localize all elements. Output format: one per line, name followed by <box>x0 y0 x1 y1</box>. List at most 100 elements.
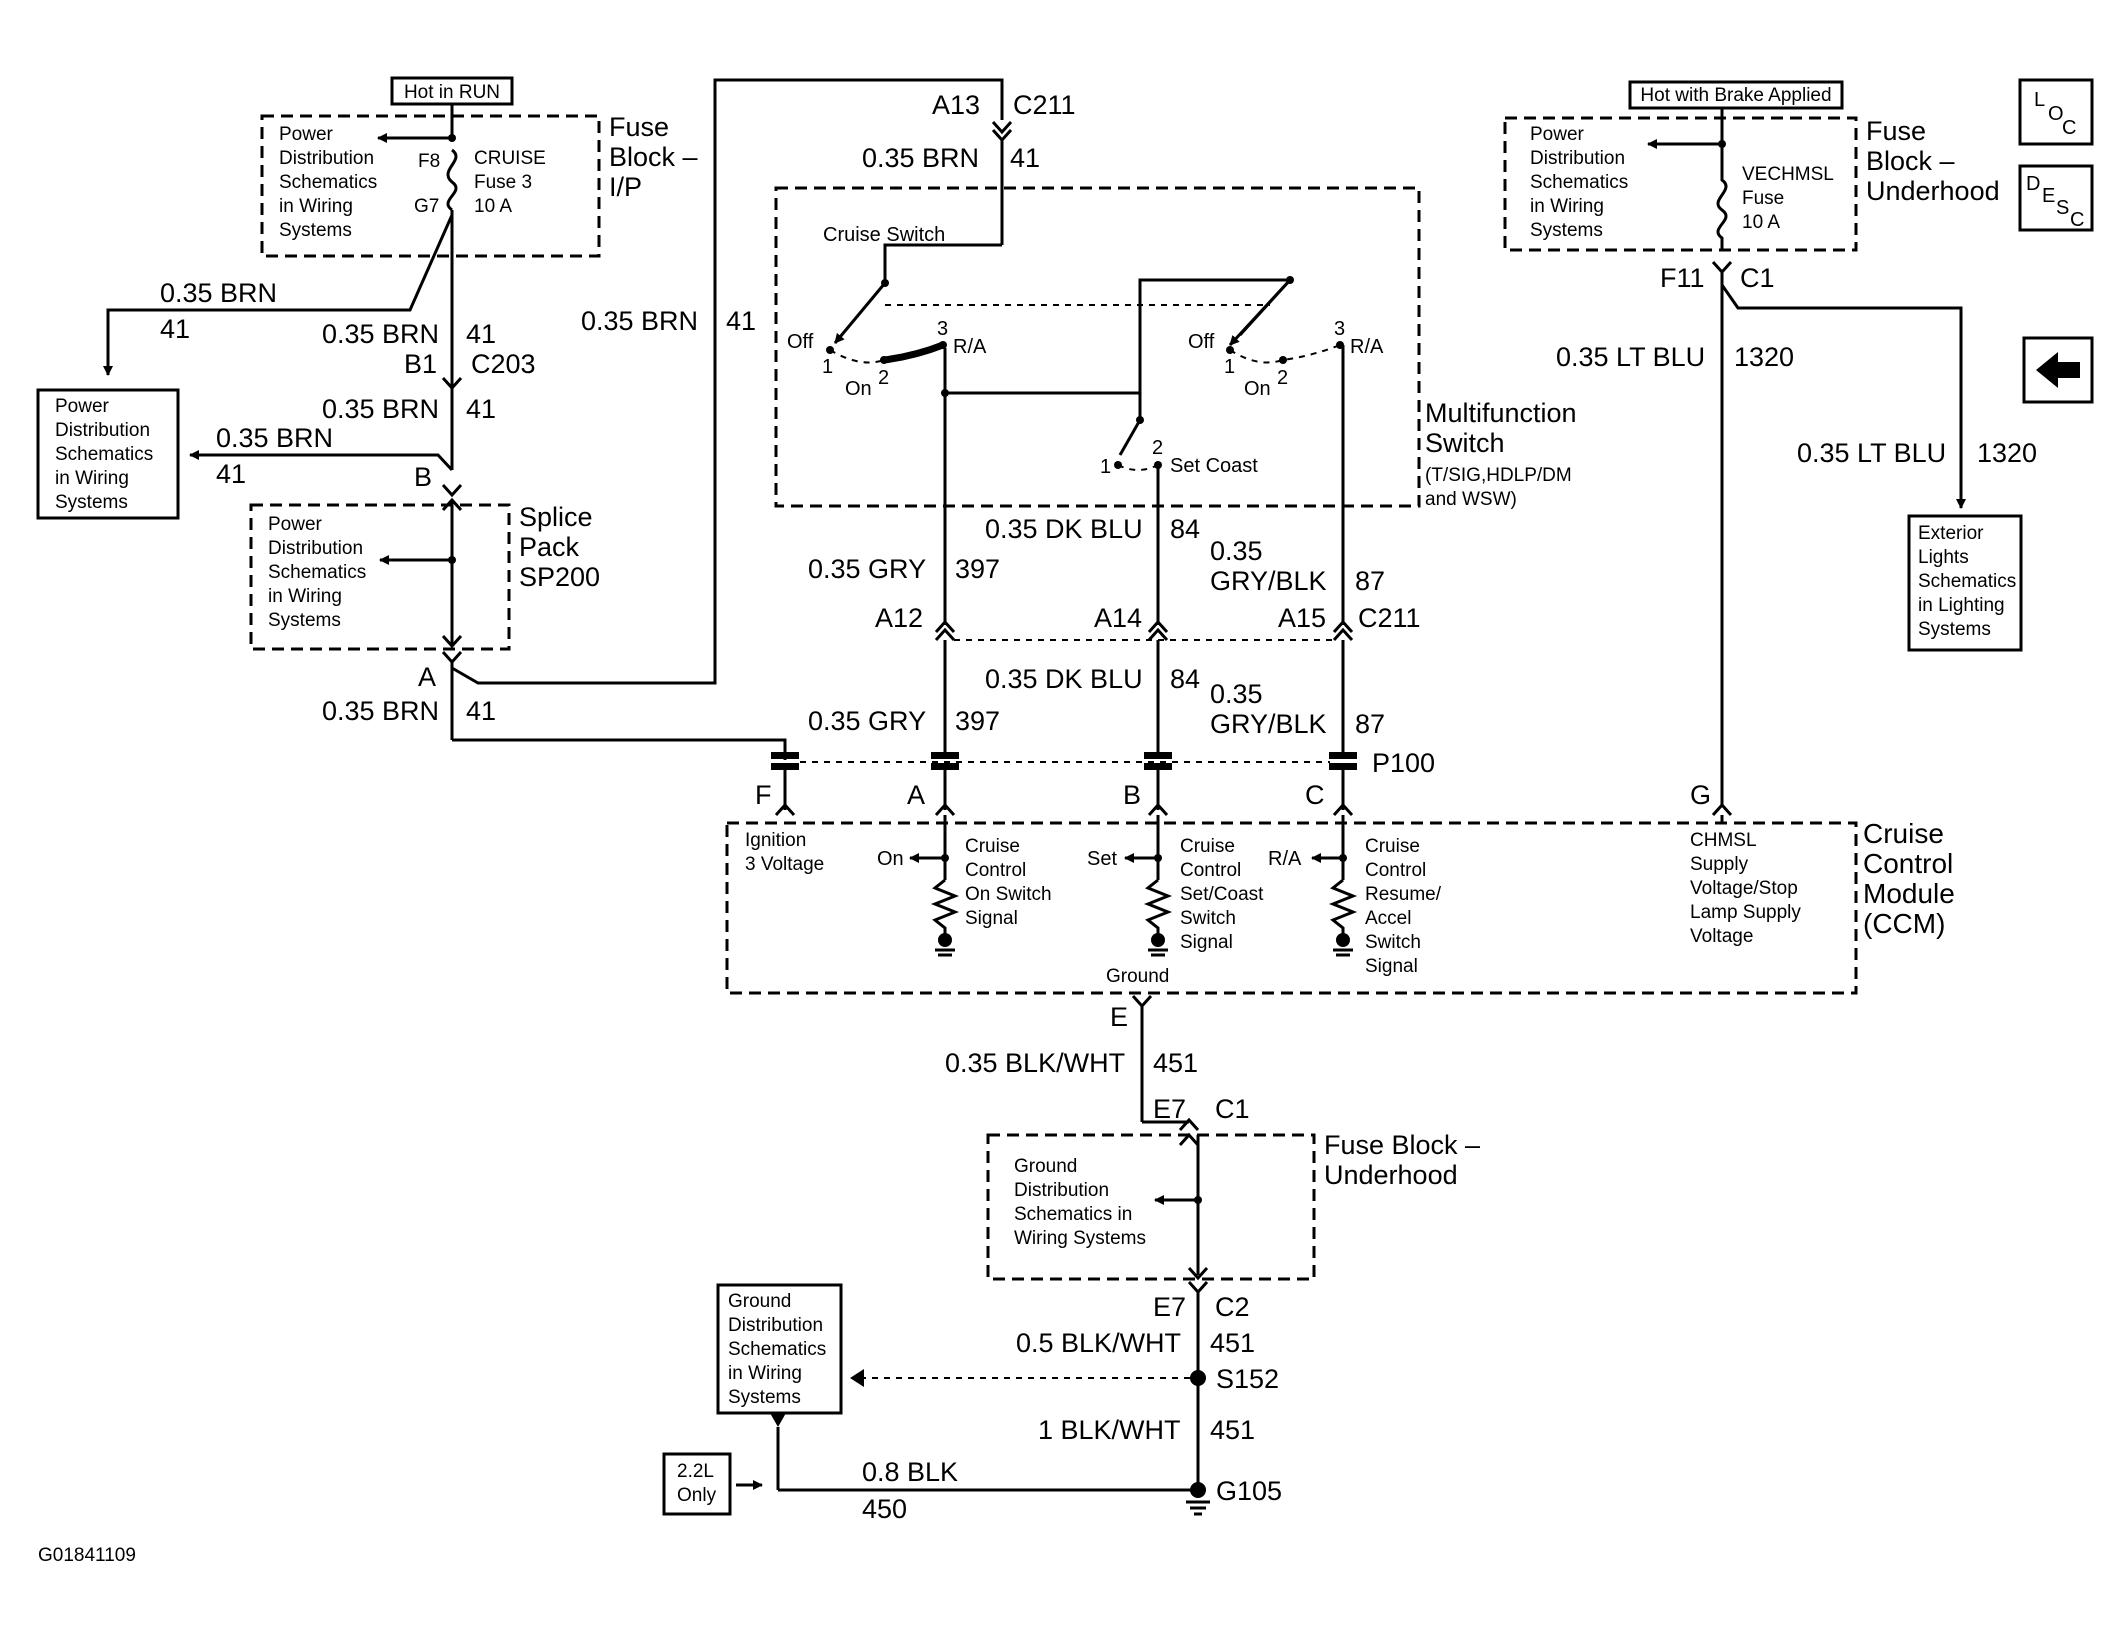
ccm-text: Cruise <box>1365 836 1420 857</box>
wire-label: GRY/BLK <box>1210 566 1327 596</box>
connector-c1: C1 <box>1215 1094 1250 1124</box>
splice-pack-sp200: Power Distribution Schematics in Wiring … <box>249 497 600 651</box>
ground-g105: G105 <box>1186 1476 1282 1516</box>
ref-text: in Wiring <box>55 468 129 489</box>
ccm-text: Cruise <box>1180 836 1235 857</box>
ccm-text: Lamp Supply <box>1690 902 1801 923</box>
wire-label: 0.35 LT BLU <box>1797 438 1946 468</box>
wire-label: 41 <box>160 314 190 344</box>
fuse-name: 10 A <box>1742 212 1780 233</box>
hot-with-brake-label: Hot with Brake Applied <box>1640 85 1831 106</box>
wire-label: 0.35 BLK/WHT <box>945 1048 1125 1078</box>
switch-pos: 2 <box>878 367 889 389</box>
ccm-text: Control <box>965 860 1026 881</box>
wire-label: 87 <box>1355 709 1385 739</box>
splice-pack-outline <box>249 503 511 651</box>
ccm-text: Control <box>1365 860 1426 881</box>
connector-c1: C1 <box>1740 263 1775 293</box>
loc-icon[interactable]: L O C <box>2018 78 2094 146</box>
pin-b: B <box>414 462 432 492</box>
left-power-ref-box <box>36 388 180 520</box>
ccm-text: Signal <box>1180 932 1233 953</box>
ccm-text: On Switch <box>965 884 1052 905</box>
desc-icon[interactable]: D E S C <box>2018 164 2094 232</box>
exterior-lights-ref-box <box>1907 514 2023 652</box>
multifunction-switch-title: Switch <box>1425 428 1505 458</box>
ccm-pin-f: F <box>755 780 772 810</box>
hot-in-run-label: Hot in RUN <box>404 82 500 103</box>
switch-on-label: On <box>1244 378 1271 400</box>
ref-text: Power <box>55 396 110 417</box>
connector-pin: A14 <box>1094 603 1142 633</box>
wire-label: 451 <box>1153 1048 1198 1078</box>
ccm-text: Switch <box>1180 908 1236 929</box>
ground-fuse-block-title: Fuse Block – <box>1324 1130 1480 1160</box>
ref-text: in Wiring <box>268 586 342 607</box>
connector-label: C211 <box>1013 90 1076 120</box>
ref-text: Distribution <box>55 420 150 441</box>
engine-text: 2.2L <box>677 1461 714 1482</box>
pin-g7: G7 <box>414 196 439 217</box>
ref-text: Schematics <box>1918 571 2016 592</box>
connector-c1-bottom <box>1178 1117 1200 1132</box>
wire-label: 41 <box>1010 143 1040 173</box>
arrow-left-icon[interactable] <box>2022 336 2094 404</box>
switch-off-label: Off <box>1188 331 1215 353</box>
hot-with-brake-tag <box>1628 80 1844 110</box>
wire-label: 1320 <box>1977 438 2037 468</box>
ref-text: Schematics <box>268 562 366 583</box>
ref-text: Distribution <box>728 1315 823 1336</box>
connector-c203 <box>441 376 463 391</box>
loc-letter: L <box>2034 89 2045 111</box>
ref-text: Distribution <box>279 148 374 169</box>
connector-pin: A13 <box>932 90 980 120</box>
fuse-block-ip-title: I/P <box>609 172 642 202</box>
wire-label: 0.5 BLK/WHT <box>1016 1328 1181 1358</box>
pin-e7: E7 <box>1153 1292 1186 1322</box>
fuse-block-title: Block – <box>1866 146 1955 176</box>
switch-pos: 2 <box>1277 367 1288 389</box>
wire-label: 41 <box>466 394 496 424</box>
wire-label: 84 <box>1170 514 1200 544</box>
connector-c2: C2 <box>1215 1292 1250 1322</box>
splice-s152 <box>1190 1370 1206 1386</box>
switch-pos: 1 <box>822 356 833 378</box>
fuse-block-underhood-outline <box>1503 116 1858 252</box>
ccm-text: CHMSL <box>1690 830 1757 851</box>
ccm-outline <box>725 821 1858 995</box>
connector-pin: B1 <box>404 349 437 379</box>
ref-text: Systems <box>55 492 128 513</box>
ccm-pin-g: G <box>1690 780 1711 810</box>
wire-label: 0.35 GRY <box>808 706 926 736</box>
desc-letter: D <box>2026 173 2040 195</box>
ccm-text: Voltage/Stop <box>1690 878 1798 899</box>
ref-text: in Wiring <box>279 196 353 217</box>
ccm-text: 3 Voltage <box>745 854 824 875</box>
ref-text: Schematics <box>1530 172 1628 193</box>
ref-text: Power <box>1530 124 1585 145</box>
wire-label: 450 <box>862 1494 907 1524</box>
wire-label: 0.35 <box>1210 536 1263 566</box>
ccm-title: Cruise <box>1863 818 1944 849</box>
ccm-set-label: Set <box>1087 848 1117 870</box>
ref-text: Exterior <box>1918 523 1984 544</box>
multifunction-switch: Cruise Switch Off 1 2 On 3 R/A Off 1 2 O… <box>774 186 1577 510</box>
ccm-pin-b: B <box>1123 780 1141 810</box>
ref-text: Distribution <box>1014 1180 1109 1201</box>
fuse-block-title: Underhood <box>1866 176 2000 206</box>
wire-label: 0.35 BRN <box>322 696 439 726</box>
wire-label: 0.35 BRN <box>322 319 439 349</box>
wire-label: 0.35 BRN <box>581 306 698 336</box>
pin-f11: F11 <box>1660 263 1705 293</box>
ccm-title: Module <box>1863 878 1955 909</box>
connector-p100: P100 <box>771 748 1435 778</box>
switch-pos: 3 <box>1334 318 1345 340</box>
wire-label: 0.35 <box>1210 679 1263 709</box>
multifunction-switch-subtitle: (T/SIG,HDLP/DM <box>1425 465 1572 486</box>
wire-label: 41 <box>466 696 496 726</box>
switch-pos: 3 <box>937 318 948 340</box>
fuse-name: VECHMSL <box>1742 164 1834 185</box>
ccm-text: Set/Coast <box>1180 884 1264 905</box>
connector-c211-a14 <box>1147 619 1169 642</box>
ccm-text: Signal <box>965 908 1018 929</box>
